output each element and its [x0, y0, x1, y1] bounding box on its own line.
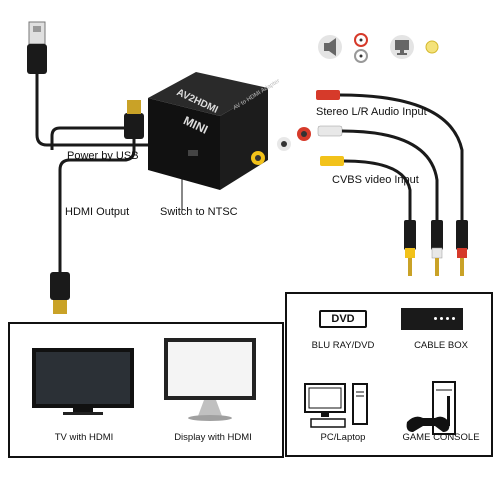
cable-box-label: CABLE BOX — [414, 340, 468, 351]
rca-white-icon — [354, 49, 368, 63]
rca-yellow-icon — [425, 40, 439, 54]
dvd-badge: DVD — [319, 310, 367, 328]
tv-hdmi-label: TV with HDMI — [54, 432, 114, 443]
game-console-icon — [406, 381, 456, 435]
source-devices-panel: DVD BLU RAY/DVD CABLE BOX PC/Laptop GAME… — [285, 292, 493, 457]
converter-box — [148, 72, 311, 190]
speaker-icon — [318, 35, 342, 59]
tv-display-icons — [32, 338, 256, 421]
switch-to-ntsc-label: Switch to NTSC — [160, 206, 238, 218]
cvbs-video-input-label: CVBS video Input — [332, 174, 419, 186]
hdmi-cable — [50, 100, 144, 314]
power-by-usb-label: Power by USB — [67, 150, 139, 162]
tv-icon — [32, 348, 134, 415]
output-devices-panel: TV with HDMI Display with HDMI — [8, 322, 284, 458]
display-hdmi-label: Display with HDMI — [174, 432, 252, 443]
bluray-dvd-label: BLU RAY/DVD — [311, 340, 375, 351]
stereo-audio-input-label: Stereo L/R Audio Input — [316, 106, 427, 118]
display-icon — [164, 338, 256, 421]
ntsc-switch — [188, 150, 198, 156]
rca-cables — [316, 90, 468, 276]
rca-red-icon — [354, 33, 368, 47]
game-console-label: GAME CONSOLE — [402, 432, 480, 443]
hdmi-output-label: HDMI Output — [65, 206, 130, 218]
pc-laptop-label: PC/Laptop — [320, 432, 366, 443]
pc-laptop-icon — [304, 383, 368, 428]
monitor-icon — [390, 35, 414, 59]
cable-box-icon — [401, 308, 463, 330]
usb-cable — [27, 21, 175, 147]
